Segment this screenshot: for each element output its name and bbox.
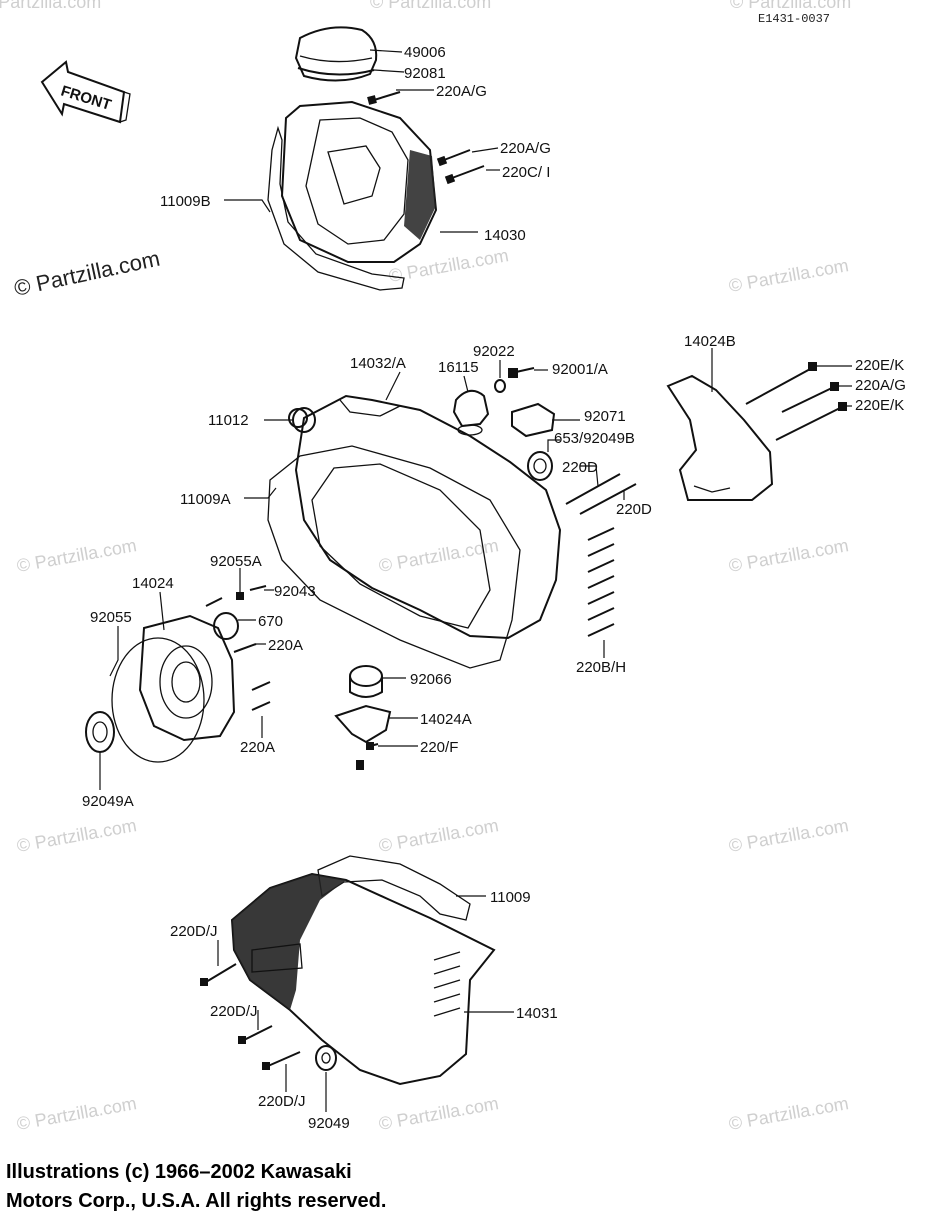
copyright-notice: Illustrations (c) 1966–2002 Kawasaki Mot… xyxy=(6,1158,526,1216)
watermark-strong: © Partzilla.com xyxy=(12,246,162,301)
part-callout-14: 220E/K xyxy=(855,397,904,414)
part-callout-5: 11009B xyxy=(160,193,211,210)
part-callout-19: 220D xyxy=(616,501,652,518)
part-callout-20: 11009A xyxy=(180,491,231,508)
part-callout-34: 220D/J xyxy=(170,923,218,940)
part-callout-8: 92022 xyxy=(473,343,515,360)
part-callout-36: 14031 xyxy=(516,1005,558,1022)
watermark-mid5: © Partzilla.com xyxy=(727,535,850,576)
part-callout-27: 220A xyxy=(240,739,275,756)
part-callout-1: 92081 xyxy=(404,65,446,82)
part-callout-29: 92066 xyxy=(410,671,452,688)
part-callout-32: 92049A xyxy=(82,793,134,810)
part-callout-30: 14024A xyxy=(420,711,472,728)
front-arrow-icon: FRONT xyxy=(40,60,131,124)
part-callout-35: 220D/J xyxy=(210,1003,258,1020)
watermark-low3: © Partzilla.com xyxy=(727,815,850,856)
watermark-low2: © Partzilla.com xyxy=(377,815,500,856)
main-cover-assembly xyxy=(267,367,637,669)
part-callout-33: 11009 xyxy=(490,889,531,906)
part-callout-16: 92071 xyxy=(584,408,626,425)
part-callout-28: 220B/H xyxy=(576,659,626,676)
part-callout-12: 220E/K xyxy=(855,357,904,374)
part-callout-18: 220D xyxy=(562,459,598,476)
part-callout-9: 16115 xyxy=(438,359,479,376)
top-cover-assembly xyxy=(267,26,485,291)
part-callout-21: 92055A xyxy=(210,553,262,570)
copyright-line-1: Illustrations (c) 1966–2002 Kawasaki xyxy=(6,1161,352,1183)
front-label: FRONT xyxy=(59,83,113,114)
part-callout-26: 220A xyxy=(268,637,303,654)
part-callout-15: 11012 xyxy=(208,412,249,429)
part-callout-37: 220D/J xyxy=(258,1093,306,1110)
watermark-bot2: © Partzilla.com xyxy=(377,1093,500,1134)
watermark-mid2: © Partzilla.com xyxy=(727,255,850,296)
part-callout-25: 92055 xyxy=(90,609,132,626)
left-housing-assembly xyxy=(85,585,271,763)
watermark-mid1: © Partzilla.com xyxy=(387,245,510,286)
part-callout-38: 92049 xyxy=(308,1115,350,1132)
part-callout-24: 670 xyxy=(258,613,283,630)
diagram-code: E1431-0037 xyxy=(758,12,830,26)
bearing-and-bracket xyxy=(334,665,392,770)
side-cover-14024b xyxy=(666,362,847,501)
bottom-cover-assembly xyxy=(200,855,496,1086)
part-callout-3: 220A/G xyxy=(500,140,551,157)
part-callout-13: 220A/G xyxy=(855,377,906,394)
part-callout-17: 653/92049B xyxy=(554,430,635,447)
part-callout-6: 14030 xyxy=(484,227,526,244)
watermark-top-left: © Partzilla.com xyxy=(0,0,101,12)
part-callout-23: 14024 xyxy=(132,575,174,592)
part-callout-11: 14024B xyxy=(684,333,736,350)
part-callout-4: 220C/ I xyxy=(502,164,550,181)
part-callout-10: 92001/A xyxy=(552,361,608,378)
leader-lines xyxy=(99,49,852,1112)
watermark-bot3: © Partzilla.com xyxy=(727,1093,850,1134)
copyright-line-2: Motors Corp., U.S.A. All rights reserved… xyxy=(6,1190,387,1212)
watermark-bot1: © Partzilla.com xyxy=(15,1093,138,1134)
part-callout-7: 14032/A xyxy=(350,355,406,372)
watermark-low1: © Partzilla.com xyxy=(15,815,138,856)
watermark-top-right: © Partzilla.com xyxy=(730,0,851,12)
watermark-top-center: © Partzilla.com xyxy=(370,0,491,12)
part-callout-2: 220A/G xyxy=(436,83,487,100)
part-callout-22: 92043 xyxy=(274,583,316,600)
watermark-mid3: © Partzilla.com xyxy=(15,535,138,576)
part-callout-0: 49006 xyxy=(404,44,446,61)
part-callout-31: 220/F xyxy=(420,739,458,756)
